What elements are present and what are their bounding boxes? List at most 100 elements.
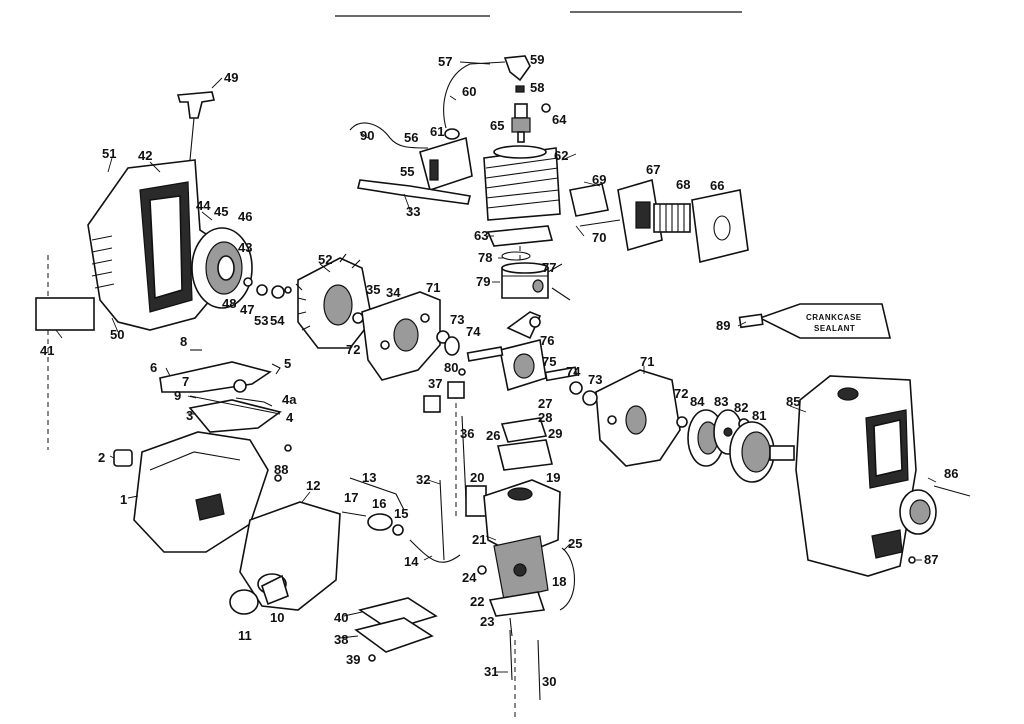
callout-16: 16: [372, 496, 386, 511]
callout-69: 69: [592, 172, 606, 187]
callout-26: 26: [486, 428, 500, 443]
spring-5: [271, 363, 281, 375]
callout-39: 39: [346, 652, 360, 667]
muffler-cover-66: [691, 189, 749, 263]
piston: [501, 262, 549, 299]
callout-56: 56: [404, 130, 418, 145]
callout-41: 41: [40, 343, 54, 358]
callout-49: 49: [224, 70, 238, 85]
muffler-67: [617, 178, 663, 252]
callout-30: 30: [542, 674, 556, 689]
rod-32: [439, 479, 445, 561]
callout-74a: 74: [466, 324, 481, 339]
callout-11: 11: [238, 628, 252, 643]
callout-74b: 74: [566, 364, 581, 379]
filter-16: [367, 513, 393, 531]
callout-71a: 71: [426, 280, 440, 295]
callout-63: 63: [474, 228, 488, 243]
fitting-10: [261, 574, 289, 606]
callout-40: 40: [334, 610, 348, 625]
callout-18: 18: [552, 574, 566, 589]
callout-1: 1: [120, 492, 127, 507]
screw-88: [274, 474, 282, 482]
callout-79: 79: [476, 274, 490, 289]
callout-50: 50: [110, 327, 124, 342]
wrist-pin-77: [547, 263, 571, 301]
callout-46: 46: [238, 209, 252, 224]
bolt-30: [537, 639, 541, 701]
callout-32: 32: [416, 472, 430, 487]
callout-80: 80: [444, 360, 458, 375]
callout-47: 47: [240, 302, 254, 317]
bracket-41: [35, 297, 95, 331]
callout-20: 20: [470, 470, 484, 485]
gasket-63: [486, 225, 554, 247]
callout-51: 51: [102, 146, 116, 161]
gasket-26: [500, 417, 548, 443]
callout-83: 83: [714, 394, 728, 409]
sealant-label-line2: SEALANT: [814, 324, 855, 333]
bearing-74a: [444, 336, 460, 356]
callout-90: 90: [360, 128, 374, 143]
callout-87: 87: [924, 552, 938, 567]
throttle-bracket-3: [188, 399, 282, 433]
callout-71b: 71: [640, 354, 654, 369]
hose-13: [349, 477, 405, 511]
callout-89: 89: [716, 318, 730, 333]
screw-70: [579, 219, 621, 227]
callout-61: 61: [430, 124, 444, 139]
callout-38: 38: [334, 632, 348, 647]
callout-44: 44: [196, 198, 211, 213]
callout-4: 4: [286, 410, 294, 425]
callout-labels: 49 42 51 44 45 46 43 48 47 53 54 50 41 5…: [40, 52, 958, 689]
crankcase-half-left: [361, 291, 441, 381]
callout-22: 22: [470, 594, 484, 609]
callout-75: 75: [542, 354, 556, 369]
callout-64: 64: [552, 112, 567, 127]
callout-25: 25: [568, 536, 582, 551]
callout-13: 13: [362, 470, 376, 485]
washer-54: [271, 285, 285, 299]
sealant-tube: CRANKCASE SEALANT: [738, 303, 892, 339]
callout-3: 3: [186, 408, 193, 423]
callout-36: 36: [460, 426, 474, 441]
callout-78: 78: [478, 250, 492, 265]
callout-23: 23: [480, 614, 494, 629]
block-37a: [423, 395, 441, 413]
callout-81: 81: [752, 408, 766, 423]
callout-6: 6: [150, 360, 157, 375]
fuel-line-14: [409, 539, 461, 563]
rod-9: [189, 395, 281, 415]
gasket-29: [497, 439, 553, 471]
screw-24: [477, 565, 487, 575]
callout-76: 76: [540, 333, 554, 348]
callout-29: 29: [548, 426, 562, 441]
callout-24: 24: [462, 570, 477, 585]
callout-73a: 73: [450, 312, 464, 327]
bearing-73b: [582, 390, 598, 406]
spark-plug: [511, 103, 531, 143]
seal-74b: [569, 381, 583, 395]
callout-53: 53: [254, 313, 268, 328]
callout-65: 65: [490, 118, 504, 133]
callout-2: 2: [98, 450, 105, 465]
screw-64: [541, 103, 551, 113]
carburetor: [483, 479, 561, 601]
callout-19: 19: [546, 470, 560, 485]
callout-8: 8: [180, 334, 187, 349]
ring-78: [501, 251, 531, 261]
screw-23: [509, 617, 513, 637]
callout-10: 10: [270, 610, 284, 625]
flywheel: [295, 253, 373, 349]
cylinder: [483, 145, 561, 221]
bolt-86: [933, 485, 971, 497]
bolt-31: [509, 629, 513, 681]
callout-85: 85: [786, 394, 800, 409]
washer-53: [256, 284, 268, 296]
screen-68: [653, 203, 691, 233]
callout-27: 27: [538, 396, 552, 411]
callout-57: 57: [438, 54, 452, 69]
callout-88: 88: [274, 462, 288, 477]
callout-73b: 73: [588, 372, 602, 387]
boot-61: [444, 128, 460, 140]
